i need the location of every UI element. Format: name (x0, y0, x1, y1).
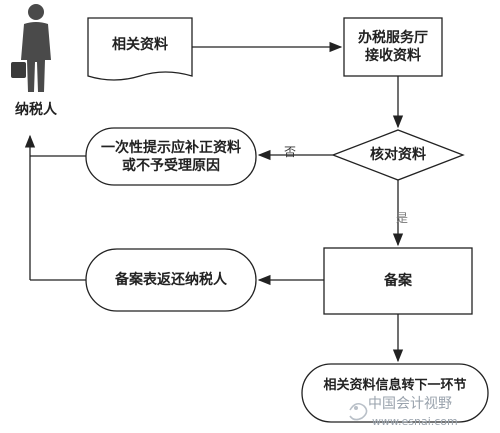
tax-hall-line2: 接收资料 (365, 48, 421, 64)
watermark-logo-icon (349, 402, 368, 421)
return-form-label: 备案表返还纳税人 (115, 272, 227, 288)
notify-line1: 一次性提示应补正资料 (101, 139, 241, 156)
notify-line2: 或不予受理原因 (122, 157, 220, 174)
forward-terminator-shape (301, 363, 489, 423)
related-docs-label: 相关资料 (112, 37, 168, 53)
forward-label: 相关资料信息转下一环节 (323, 378, 467, 393)
edge-no-label: 否 (283, 145, 296, 159)
related-docs-shape (87, 17, 193, 81)
tax-hall-line1: 办税服务厅 (358, 30, 428, 46)
watermark-url: www.esnai.com (372, 415, 458, 428)
taxpayer-person-icon (11, 4, 51, 92)
edge-yes-label: 是 (395, 211, 408, 225)
watermark-name: 中国会计视野 (368, 396, 452, 412)
record-label: 备案 (384, 273, 412, 289)
taxpayer-label: 纳税人 (15, 102, 57, 118)
tax-hall-label: 办税服务厅 接收资料 (344, 18, 442, 76)
tax-hall-box (343, 17, 443, 77)
check-docs-label: 核对资料 (370, 147, 426, 163)
notify-label: 一次性提示应补正资料 或不予受理原因 (86, 128, 256, 185)
